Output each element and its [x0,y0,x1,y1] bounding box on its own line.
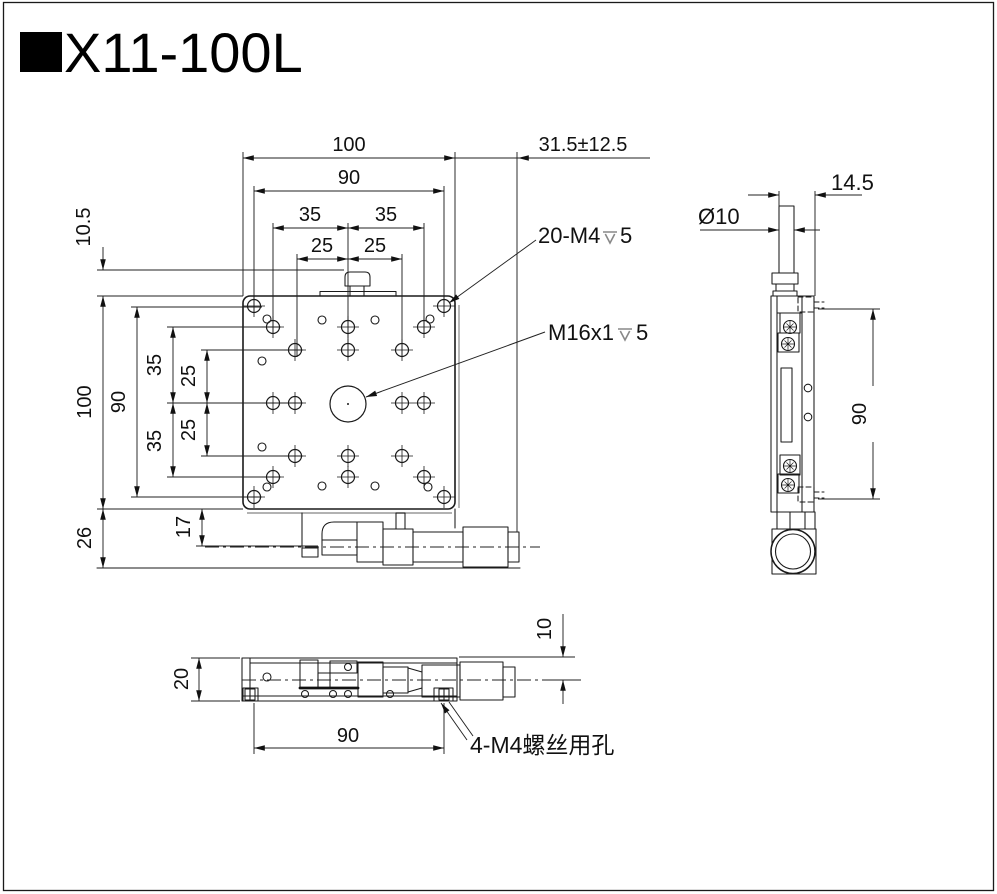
bottom-dimensions: 20 90 10 [171,614,566,751]
center-m16-hole [329,385,367,423]
dim-axis-depth: 10 [534,618,556,640]
bottom-body [241,657,516,702]
dim-knob-diameter: Ø10 [698,204,740,229]
side-body [770,205,817,575]
label-center-hole-depth: 5 [636,320,648,345]
side-thimble-end [770,528,816,575]
tapped-holes-leader [448,239,537,304]
label-mount-screw-holes: 4-M4螺丝用孔 [470,732,614,758]
side-extension-lines [778,191,880,500]
mount-holes-leader-2 [448,701,474,737]
front-micrometer-assembly [96,508,521,569]
front-hole-pattern [242,294,456,509]
dim-pitch-25-top: 25 [178,365,200,387]
page-title: X11-100L [64,21,303,84]
bottom-labels: 4-M4螺丝用孔 [440,701,614,758]
title-bullet-square-icon [20,32,62,72]
dim-mount-hole-span: 90 [337,725,359,747]
dim-axis-height: 17 [173,516,195,538]
clamp-screw [782,458,798,474]
label-center-hole-thread: M16x1 [548,320,614,345]
side-dimensions: 14.5 Ø10 90 [698,170,876,499]
front-dimensions: 100 31.5±12.5 90 35 35 25 25 10.5 100 90… [73,134,650,568]
dim-pitch-35-left: 35 [299,204,321,226]
dim-pitch-25-left: 25 [311,235,333,257]
dim-pitch-25-bottom: 25 [178,419,200,441]
dim-stage-height: 20 [171,668,193,690]
clamp-screw [782,319,798,335]
dim-knob-top-offset: 10.5 [73,208,95,247]
side-hidden-holes [797,296,825,503]
label-tapped-holes-thread: 20-M4 [538,223,600,248]
dim-hole-span-height: 90 [108,391,130,413]
mount-holes-leader [440,702,468,741]
bottom-view: 20 90 10 4-M4螺丝用孔 [171,614,614,758]
depth-symbol-icon [618,328,632,342]
front-labels: 20-M4 5 M16x1 5 [365,223,648,398]
plate-shadow [247,305,460,514]
label-tapped-holes-depth: 5 [620,223,632,248]
dim-pitch-25-right: 25 [364,235,386,257]
center-hole-leader [365,331,546,398]
dim-travel-range: 31.5±12.5 [539,134,628,156]
front-view [96,271,540,569]
dim-knob-offset: 14.5 [831,170,874,195]
title-block: X11-100L [20,21,303,84]
depth-symbol-icon [603,231,617,245]
dim-pitch-35-right: 35 [375,204,397,226]
clamp-screw [780,477,796,493]
dim-pitch-35-bottom: 35 [144,430,166,452]
top-clamp-knob [319,271,397,297]
dim-side-hole-span: 90 [849,403,871,425]
dim-base-height: 26 [74,527,96,549]
side-view: 14.5 Ø10 90 [698,170,880,575]
dim-hole-span-width: 90 [338,167,360,189]
clamp-screw [780,336,796,352]
dim-overall-height: 100 [74,385,96,418]
dim-overall-width: 100 [332,134,365,156]
dim-pitch-35-top: 35 [144,354,166,376]
